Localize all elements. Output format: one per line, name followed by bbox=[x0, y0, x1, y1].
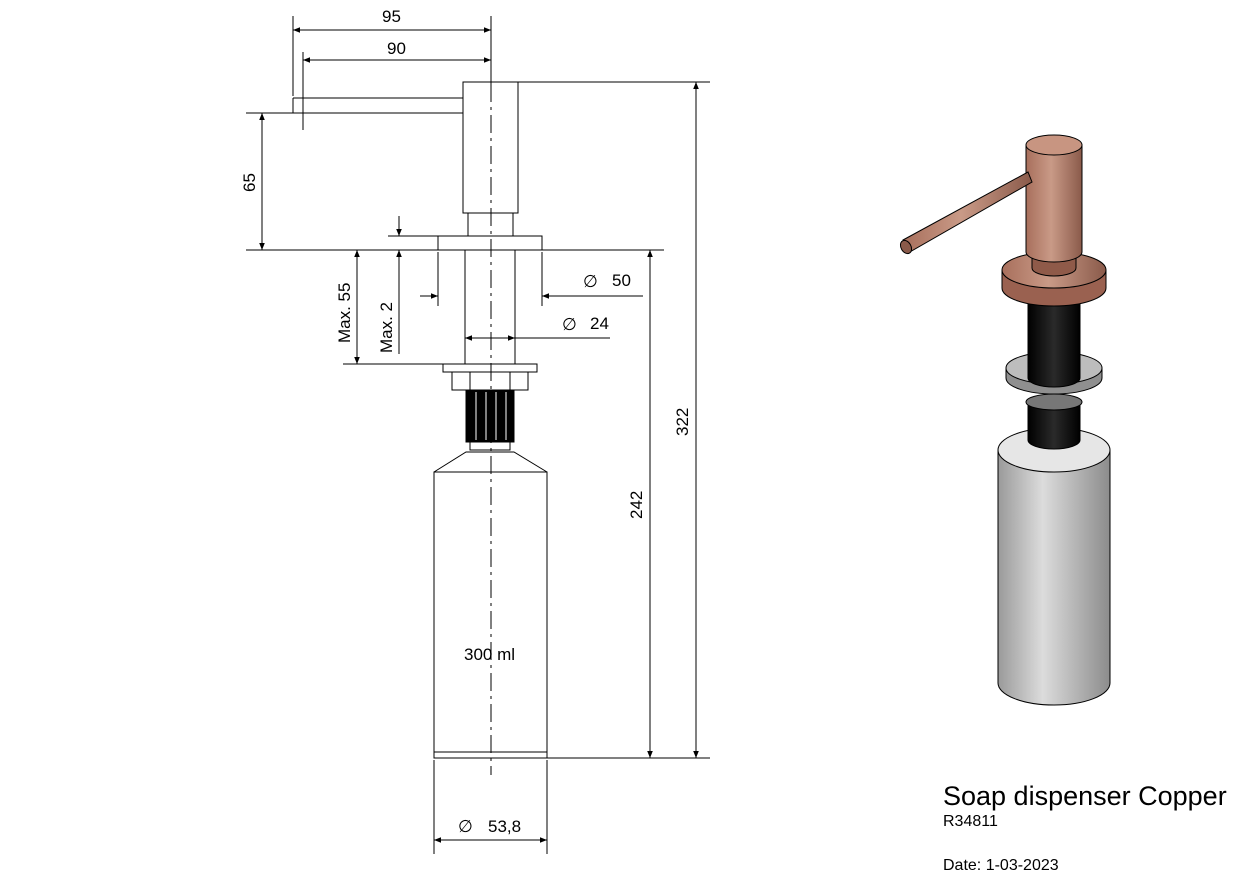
diameter-symbol-icon: ∅ bbox=[562, 315, 577, 334]
dim-90: 90 bbox=[387, 39, 406, 58]
nut-washer bbox=[442, 363, 538, 373]
nut bbox=[451, 371, 529, 391]
dim-max-2: Max. 2 bbox=[377, 302, 396, 353]
drawing-date: Date: 1-03-2023 bbox=[943, 857, 1059, 874]
flange bbox=[437, 235, 543, 251]
shank bbox=[464, 249, 516, 365]
threaded-connector bbox=[465, 389, 515, 443]
product-code: R34811 bbox=[943, 813, 998, 830]
dim-53-8: 53,8 bbox=[488, 817, 521, 836]
product-title: Soap dispenser Copper bbox=[943, 781, 1227, 811]
dimension-lines bbox=[246, 16, 710, 854]
diameter-symbol-icon: ∅ bbox=[583, 272, 598, 291]
dispenser-side-view bbox=[292, 81, 548, 775]
dim-65: 65 bbox=[240, 173, 259, 192]
dispenser-3d-render bbox=[899, 134, 1111, 706]
dim-242: 242 bbox=[627, 491, 646, 519]
bottle-shoulder bbox=[433, 451, 548, 473]
dim-24: 24 bbox=[590, 314, 609, 333]
dim-max-55: Max. 55 bbox=[335, 283, 354, 343]
dim-50: 50 bbox=[612, 271, 631, 290]
diameter-symbol-icon: ∅ bbox=[458, 817, 473, 836]
title-block: Soap dispenser Copper R34811 Date: 1-03-… bbox=[943, 780, 1227, 875]
dim-322: 322 bbox=[673, 408, 692, 436]
dimension-labels: 95 90 65 322 242 Max. 55 Max. 2 ∅ 50 ∅ 2… bbox=[240, 7, 692, 836]
dim-95: 95 bbox=[382, 7, 401, 26]
bottle-volume: 300 ml bbox=[464, 645, 515, 664]
